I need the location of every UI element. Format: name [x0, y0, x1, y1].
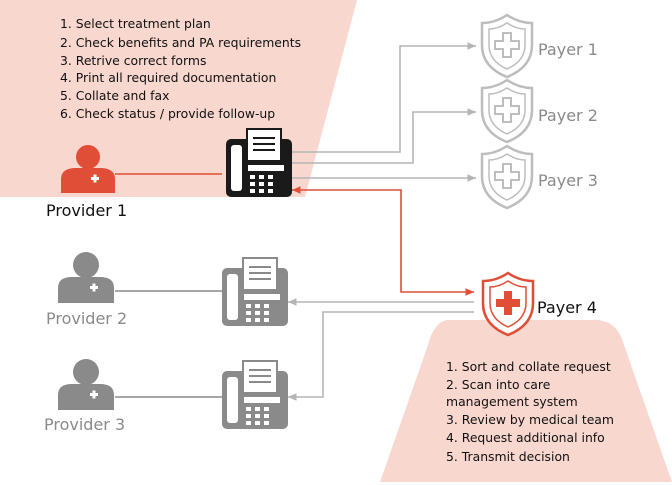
fax-machine-icon: [226, 128, 292, 197]
payer-steps-list: 1. Sort and collate request 2. Scan into…: [446, 359, 614, 464]
shield-cross-icon: [480, 78, 534, 144]
payer-step: management system: [446, 394, 578, 409]
payer-2: Payer 2: [480, 78, 598, 144]
person-icon: [61, 145, 115, 193]
provider-3: Provider 3: [44, 359, 125, 434]
payer-highlight-area: [380, 320, 672, 482]
payer-step: 2. Scan into care: [446, 377, 550, 392]
fax-to-payer1-connector: [290, 42, 476, 153]
shield-cross-icon: [480, 144, 534, 210]
fax-to-payer2-connector: [290, 108, 476, 164]
shield-cross-icon: [480, 13, 534, 79]
provider-step: 3. Retrive correct forms: [60, 53, 206, 68]
provider-label: Provider 1: [46, 201, 127, 220]
payer-step: 4. Request additional info: [446, 430, 605, 445]
payer-label: Payer 3: [538, 171, 598, 190]
payer-label: Payer 2: [538, 106, 598, 125]
payer-label: Payer 4: [537, 298, 597, 317]
provider-step: 4. Print all required documentation: [60, 70, 276, 85]
payer-step: 5. Transmit decision: [446, 449, 570, 464]
provider-2: Provider 2: [46, 252, 127, 328]
provider-label: Provider 2: [46, 309, 127, 328]
payer-step: 1. Sort and collate request: [446, 359, 611, 374]
person-icon: [58, 252, 114, 303]
provider-step: 2. Check benefits and PA requirements: [60, 35, 301, 50]
fax-to-payer4-connector: [292, 186, 474, 296]
provider-step: 5. Collate and fax: [60, 88, 169, 103]
person-icon: [58, 359, 114, 410]
fax-machine-icon: [222, 257, 288, 326]
payer-step: 3. Review by medical team: [446, 412, 614, 427]
payer-1: Payer 1: [480, 13, 598, 79]
fax-machine-icon: [222, 360, 288, 429]
provider-label: Provider 3: [44, 415, 125, 434]
fax3-to-payer4-connector: [288, 311, 474, 401]
provider-step: 6. Check status / provide follow-up: [60, 106, 275, 121]
provider-step: 1. Select treatment plan: [60, 16, 211, 31]
provider-steps-list: 1. Select treatment plan 2. Check benefi…: [60, 16, 301, 121]
payer-label: Payer 1: [538, 40, 598, 59]
payer-4: Payer 4: [481, 271, 597, 337]
payer-3: Payer 3: [480, 144, 598, 210]
shield-cross-icon: [481, 271, 535, 337]
provider-1: Provider 1: [46, 145, 127, 220]
